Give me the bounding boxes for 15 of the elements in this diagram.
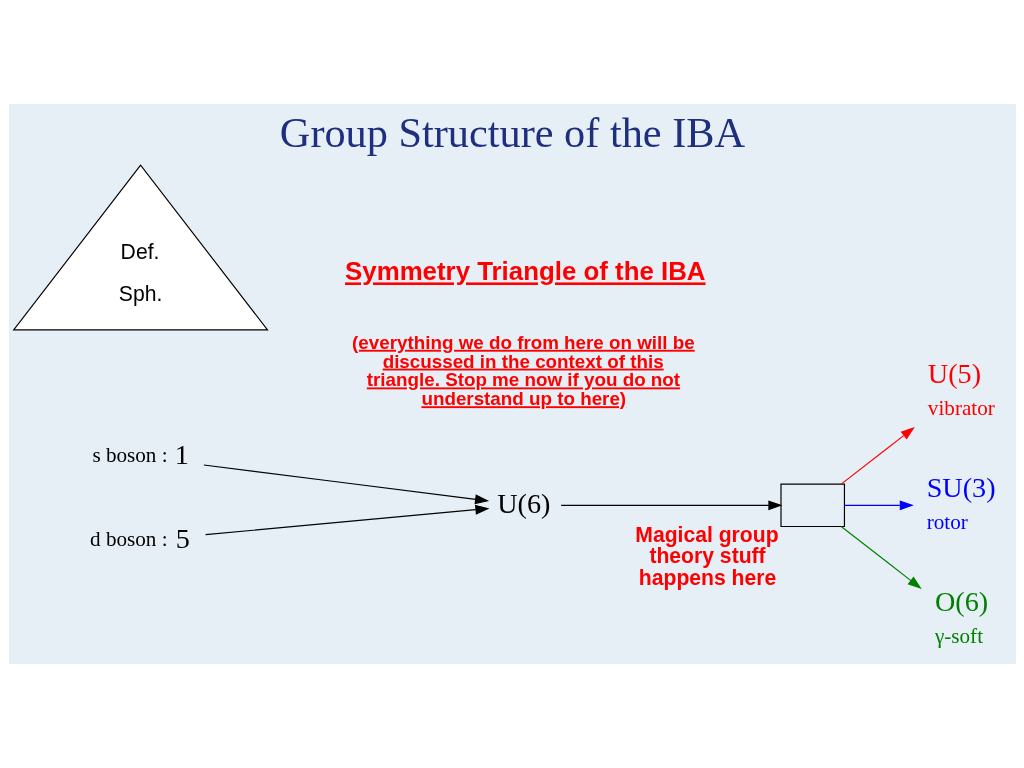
node-label: d boson : xyxy=(89,526,168,551)
diagram-title: Group Structure of the IBA xyxy=(279,109,745,157)
node-text: U(6) xyxy=(496,487,550,519)
node-label: rotor xyxy=(926,510,968,535)
node-text: 1 xyxy=(174,439,189,471)
node-text: SU(3) xyxy=(926,472,996,504)
node-label: Magical group theory stuff happens here xyxy=(634,523,779,589)
node-text: 5 xyxy=(175,522,190,554)
label: Symmetry Triangle of the IBA xyxy=(344,257,706,286)
node-text: O(6) xyxy=(934,586,988,618)
node-label: s boson : xyxy=(91,443,168,468)
node-text: U(5) xyxy=(927,358,981,390)
node-label: γ-soft xyxy=(934,624,983,649)
label: (everything we do from here on will be discussed in the context of this triangle. Stop me now if you do not understand up to here) xyxy=(351,331,695,410)
node-label: vibrator xyxy=(927,396,995,421)
